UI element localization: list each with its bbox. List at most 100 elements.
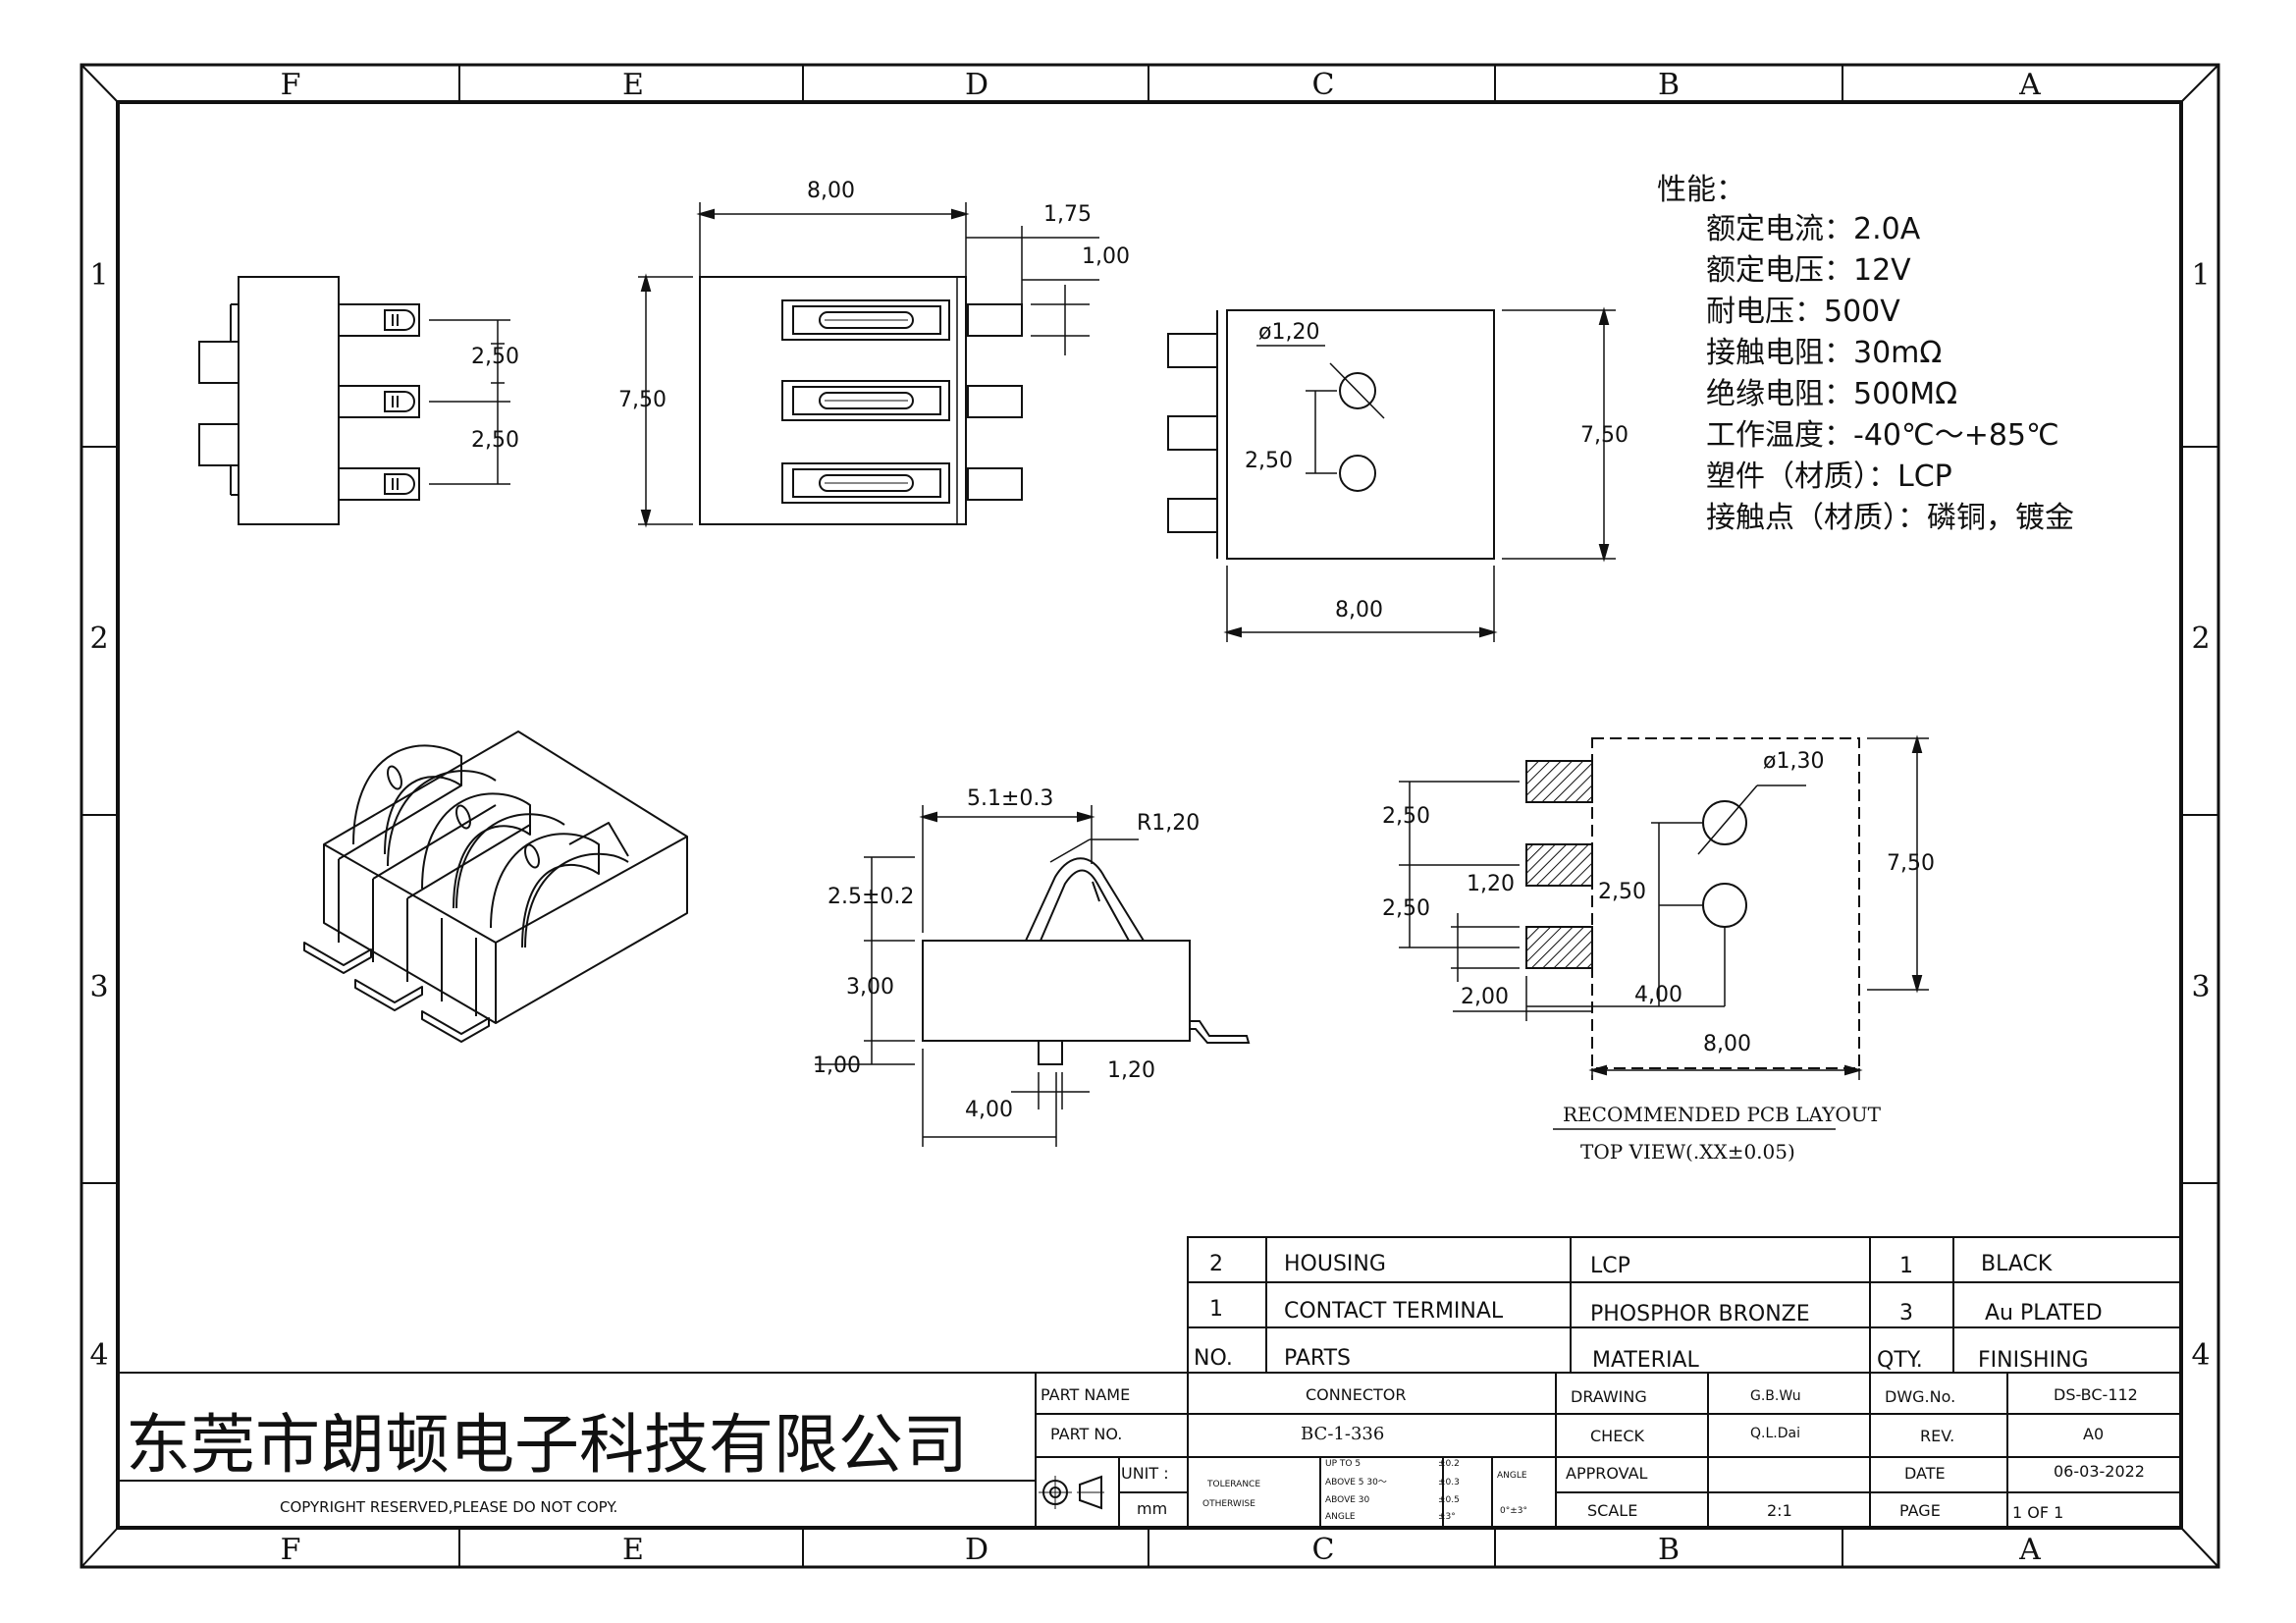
bom-header-part: PARTS <box>1284 1346 1351 1371</box>
dim-label: 1,75 <box>1043 202 1092 227</box>
spec-line: 工作温度：-40℃～+85℃ <box>1706 418 2059 453</box>
scale-label: SCALE <box>1587 1501 1637 1520</box>
company-name: 东莞市朗顿电子科技有限公司 <box>126 1407 968 1483</box>
column-labels-bottom: F E D C B A <box>281 1533 2042 1567</box>
bom-material: LCP <box>1590 1254 1630 1278</box>
dim-label: 2,50 <box>1245 449 1293 473</box>
bom-finish: BLACK <box>1981 1252 2053 1276</box>
bom-part: HOUSING <box>1284 1252 1386 1276</box>
tol-row-val: ±0.2 <box>1438 1459 1460 1469</box>
row-labels: 1 2 3 4 1 2 3 4 <box>89 258 2210 1373</box>
scale-value: 2:1 <box>1767 1501 1792 1520</box>
bom-part: CONTACT TERMINAL <box>1284 1299 1504 1324</box>
unit-label: UNIT : <box>1121 1464 1169 1483</box>
dim-label: 8,00 <box>807 179 855 203</box>
dim-label: 4,00 <box>965 1098 1013 1122</box>
row-label: 4 <box>2191 1338 2210 1373</box>
isometric-view <box>303 730 688 1043</box>
part-name-label: PART NAME <box>1041 1385 1130 1404</box>
dim-label: 3,00 <box>846 975 894 1000</box>
col-label: B <box>1658 68 1680 102</box>
check-label: CHECK <box>1590 1427 1644 1445</box>
col-label: A <box>2018 1533 2041 1567</box>
date-label: DATE <box>1904 1464 1946 1483</box>
bom-header-qty: QTY. <box>1877 1348 1923 1373</box>
part-no-label: PART NO. <box>1050 1425 1122 1443</box>
copyright-note: COPYRIGHT RESERVED,PLEASE DO NOT COPY. <box>280 1498 617 1516</box>
col-label: B <box>1658 1533 1680 1567</box>
col-label: C <box>1312 68 1335 102</box>
dim-label: ø1,30 <box>1763 749 1824 774</box>
pcb-caption-line1: RECOMMENDED PCB LAYOUT <box>1563 1103 1882 1126</box>
bom-cells: 2 HOUSING LCP 1 BLACK 1 CONTACT TERMINAL… <box>1194 1252 2103 1373</box>
dim-label: 1,00 <box>1082 244 1130 269</box>
bom-qty: 3 <box>1899 1301 1913 1325</box>
dim-label: 1,20 <box>1107 1058 1155 1083</box>
dim-label: 1,20 <box>1467 872 1515 896</box>
col-label: C <box>1312 1533 1335 1567</box>
dim-label: 7,50 <box>1580 423 1629 448</box>
top-view <box>638 202 1099 528</box>
angle-value: 0°±3° <box>1500 1506 1527 1516</box>
bom-finish: Au PLATED <box>1985 1301 2103 1325</box>
pcb-caption-line2: TOP VIEW(.XX±0.05) <box>1580 1140 1795 1163</box>
spec-line: 耐电压：500V <box>1706 295 1900 329</box>
part-name: CONNECTOR <box>1306 1385 1406 1404</box>
dim-label: 2,50 <box>1382 896 1430 921</box>
angle-label: ANGLE <box>1497 1471 1527 1481</box>
column-labels-top: F E D C B A <box>281 68 2042 102</box>
approval-label: APPROVAL <box>1566 1464 1648 1483</box>
col-label: A <box>2018 68 2041 102</box>
dim-label: 2.5±0.2 <box>828 885 914 909</box>
spec-line: 绝缘电阻：500MΩ <box>1706 377 1957 411</box>
bom-header-no: NO. <box>1194 1346 1233 1371</box>
drawing-value: G.B.Wu <box>1750 1388 1801 1404</box>
col-label: E <box>622 1533 644 1567</box>
side-view <box>198 276 510 525</box>
bom-no: 2 <box>1209 1252 1223 1276</box>
tol-row: ABOVE 30 <box>1325 1495 1370 1505</box>
bom-no: 1 <box>1209 1297 1223 1322</box>
row-label: 1 <box>2191 258 2210 293</box>
spec-block: 性能： 额定电流：2.0A 额定电压：12V 耐电压：500V 接触电阻：30m… <box>1657 173 2074 535</box>
part-no: BC-1-336 <box>1301 1424 1384 1444</box>
dim-label: 2,50 <box>1382 804 1430 829</box>
spec-line: 接触点（材质）：磷铜，镀金 <box>1706 501 2074 535</box>
row-label: 2 <box>2191 622 2210 656</box>
col-label: F <box>281 1533 301 1567</box>
otherwise-label: OTHERWISE <box>1202 1499 1255 1509</box>
dim-label: 8,00 <box>1703 1032 1751 1056</box>
spec-line: 接触电阻：30mΩ <box>1706 336 1942 370</box>
dim-label: 2,00 <box>1461 985 1509 1009</box>
dim-label: 8,00 <box>1335 598 1383 622</box>
title-block-text: PART NAME CONNECTOR PART NO. BC-1-336 UN… <box>1041 1385 2145 1522</box>
dim-label: 5.1±0.3 <box>967 786 1053 811</box>
dim-label: ø1,20 <box>1258 320 1319 345</box>
bom-material: PHOSPHOR BRONZE <box>1590 1302 1810 1326</box>
row-label: 1 <box>89 258 108 293</box>
bottom-view <box>1167 306 1616 642</box>
spec-line: 额定电压：12V <box>1706 253 1911 288</box>
rev-label: REV. <box>1920 1427 1954 1445</box>
dwg-no-label: DWG.No. <box>1885 1387 1955 1406</box>
col-label: D <box>965 68 988 102</box>
tol-row-val: ±0.3 <box>1438 1478 1460 1488</box>
row-label: 4 <box>89 1338 108 1373</box>
dim-label: R1,20 <box>1137 811 1200 836</box>
bom-header-finish: FINISHING <box>1978 1348 2089 1373</box>
row-label: 3 <box>2191 970 2210 1004</box>
dim-label: 2,50 <box>471 428 519 453</box>
row-label: 3 <box>89 970 108 1004</box>
dim-label: 7,50 <box>1887 851 1935 876</box>
tol-row: ABOVE 5 30～ <box>1325 1478 1387 1488</box>
col-label: E <box>622 68 644 102</box>
tol-row-val: ±0.5 <box>1438 1495 1460 1505</box>
dim-label: 7,50 <box>618 388 667 412</box>
row-label: 2 <box>89 622 108 656</box>
check-value: Q.L.Dai <box>1750 1426 1800 1441</box>
bom-header-material: MATERIAL <box>1592 1348 1699 1373</box>
title-block <box>117 1372 2182 1529</box>
bom-qty: 1 <box>1899 1254 1913 1278</box>
dwg-no-value: DS-BC-112 <box>2054 1385 2138 1404</box>
